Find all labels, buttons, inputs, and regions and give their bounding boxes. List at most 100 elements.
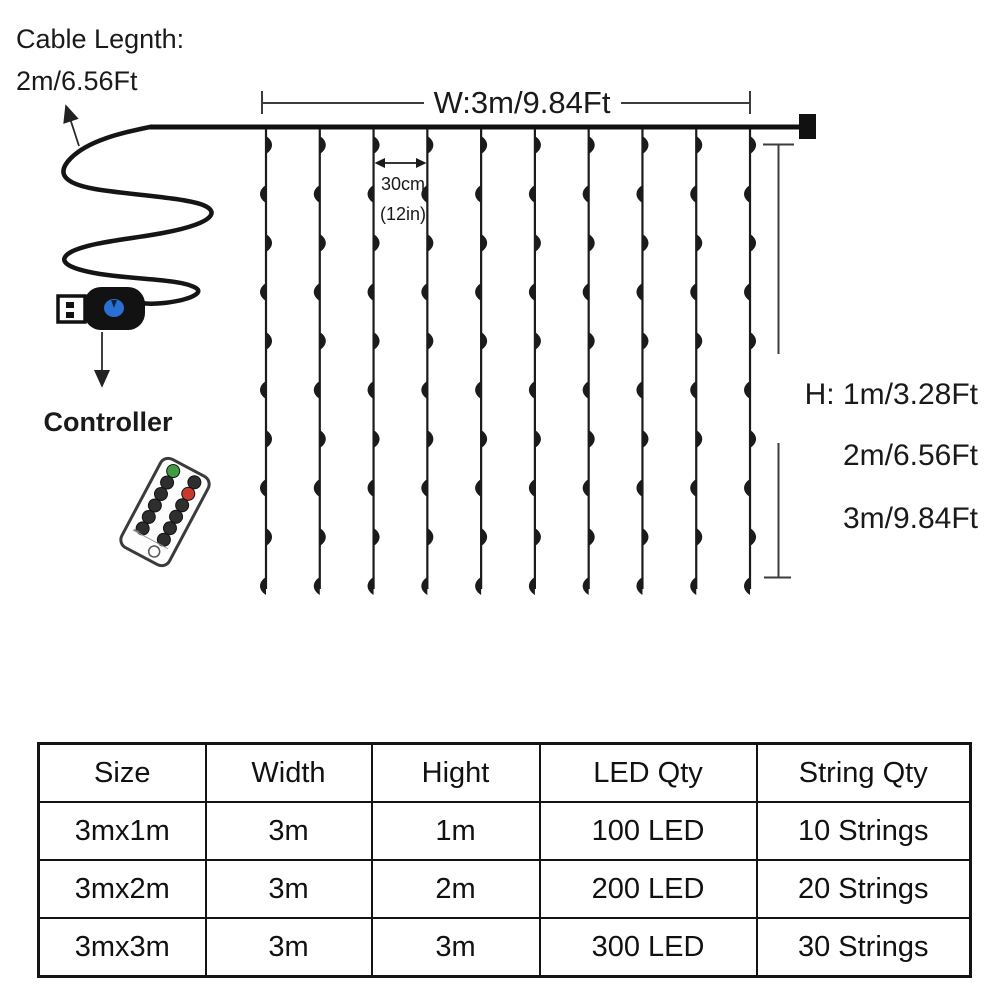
remote-dark-button (156, 532, 171, 547)
usb-pin (66, 302, 74, 308)
led-bead (588, 528, 595, 546)
led-bead (481, 136, 488, 154)
table-header-cell: LED Qty (538, 742, 758, 803)
table-cell: 3mx1m (37, 801, 207, 861)
remote-white-button (147, 545, 161, 558)
led-bead (367, 577, 374, 595)
led-bead (534, 430, 541, 448)
spacing-arrowhead-left (374, 158, 385, 168)
led-bead (475, 479, 482, 497)
led-bead (696, 430, 703, 448)
plug-end-icon (799, 114, 816, 139)
cable-length-title: Cable Legnth: (16, 24, 184, 54)
led-bead (319, 430, 326, 448)
led-bead (313, 185, 320, 203)
led-bead (367, 283, 374, 301)
led-bead (636, 283, 643, 301)
led-bead (534, 234, 541, 252)
led-bead (475, 381, 482, 399)
remote-mark (133, 528, 140, 534)
led-bead (427, 136, 434, 154)
led-bead (744, 577, 751, 595)
led-bead (481, 528, 488, 546)
led-bead (528, 577, 535, 595)
led-bead (421, 283, 428, 301)
table-cell: 30 Strings (755, 917, 972, 978)
remote-control-icon (119, 456, 211, 568)
table-cell: 1m (370, 801, 541, 861)
usb-metal-plug (56, 294, 87, 324)
led-bead (744, 381, 751, 399)
led-bead (696, 234, 703, 252)
led-bead (260, 479, 266, 497)
led-bead (367, 185, 374, 203)
led-bead (266, 430, 272, 448)
led-bead (636, 185, 643, 203)
spacing-label: 30cm (381, 174, 425, 194)
led-bead (642, 332, 649, 350)
table-cell: 200 LED (538, 859, 758, 919)
led-bead (319, 528, 326, 546)
led-bead (266, 528, 272, 546)
led-bead (744, 185, 751, 203)
led-bead (636, 381, 643, 399)
table-header-cell: Size (37, 742, 207, 803)
led-bead (690, 283, 697, 301)
led-bead (528, 283, 535, 301)
led-bead (427, 430, 434, 448)
led-bead (744, 479, 751, 497)
led-bead (373, 136, 380, 154)
led-bead (313, 479, 320, 497)
led-bead (266, 234, 272, 252)
led-bead (642, 430, 649, 448)
led-bead (534, 136, 541, 154)
led-bead (475, 185, 482, 203)
led-bead (750, 332, 757, 350)
led-bead (750, 430, 757, 448)
table-header-cell: String Qty (755, 742, 972, 803)
led-bead (319, 136, 326, 154)
led-bead (696, 528, 703, 546)
led-bead (534, 528, 541, 546)
height-dim-label-2: 2m/6.56Ft (843, 439, 979, 472)
usb-controller-icon (56, 287, 145, 330)
led-bead (750, 136, 757, 154)
led-bead (427, 332, 434, 350)
led-bead (481, 332, 488, 350)
led-bead (696, 332, 703, 350)
led-bead (260, 185, 266, 203)
led-bead (750, 234, 757, 252)
led-bead (313, 283, 320, 301)
led-bead (636, 577, 643, 595)
led-bead (260, 577, 266, 595)
led-bead (367, 479, 374, 497)
table-cell: 2m (370, 859, 541, 919)
led-bead (373, 332, 380, 350)
led-bead (582, 283, 589, 301)
table-cell: 20 Strings (755, 859, 972, 919)
led-bead (690, 577, 697, 595)
usb-button-notch (111, 300, 117, 308)
table-cell: 100 LED (538, 801, 758, 861)
led-bead (750, 528, 757, 546)
led-bead (421, 577, 428, 595)
table-cell: 3m (204, 859, 373, 919)
led-bead (534, 332, 541, 350)
led-bead (266, 136, 272, 154)
led-bead (588, 430, 595, 448)
spacing-arrowhead-right (416, 158, 427, 168)
table-cell: 3mx2m (37, 859, 207, 919)
led-bead (260, 283, 266, 301)
table-cell: 3m (204, 917, 373, 978)
table-cell: 300 LED (538, 917, 758, 978)
table-cell: 3m (204, 801, 373, 861)
height-dim-label-1: H: 1m/3.28Ft (805, 378, 979, 411)
led-bead (642, 234, 649, 252)
led-bead (588, 332, 595, 350)
led-bead (690, 185, 697, 203)
table-cell: 10 Strings (755, 801, 972, 861)
led-bead (582, 185, 589, 203)
